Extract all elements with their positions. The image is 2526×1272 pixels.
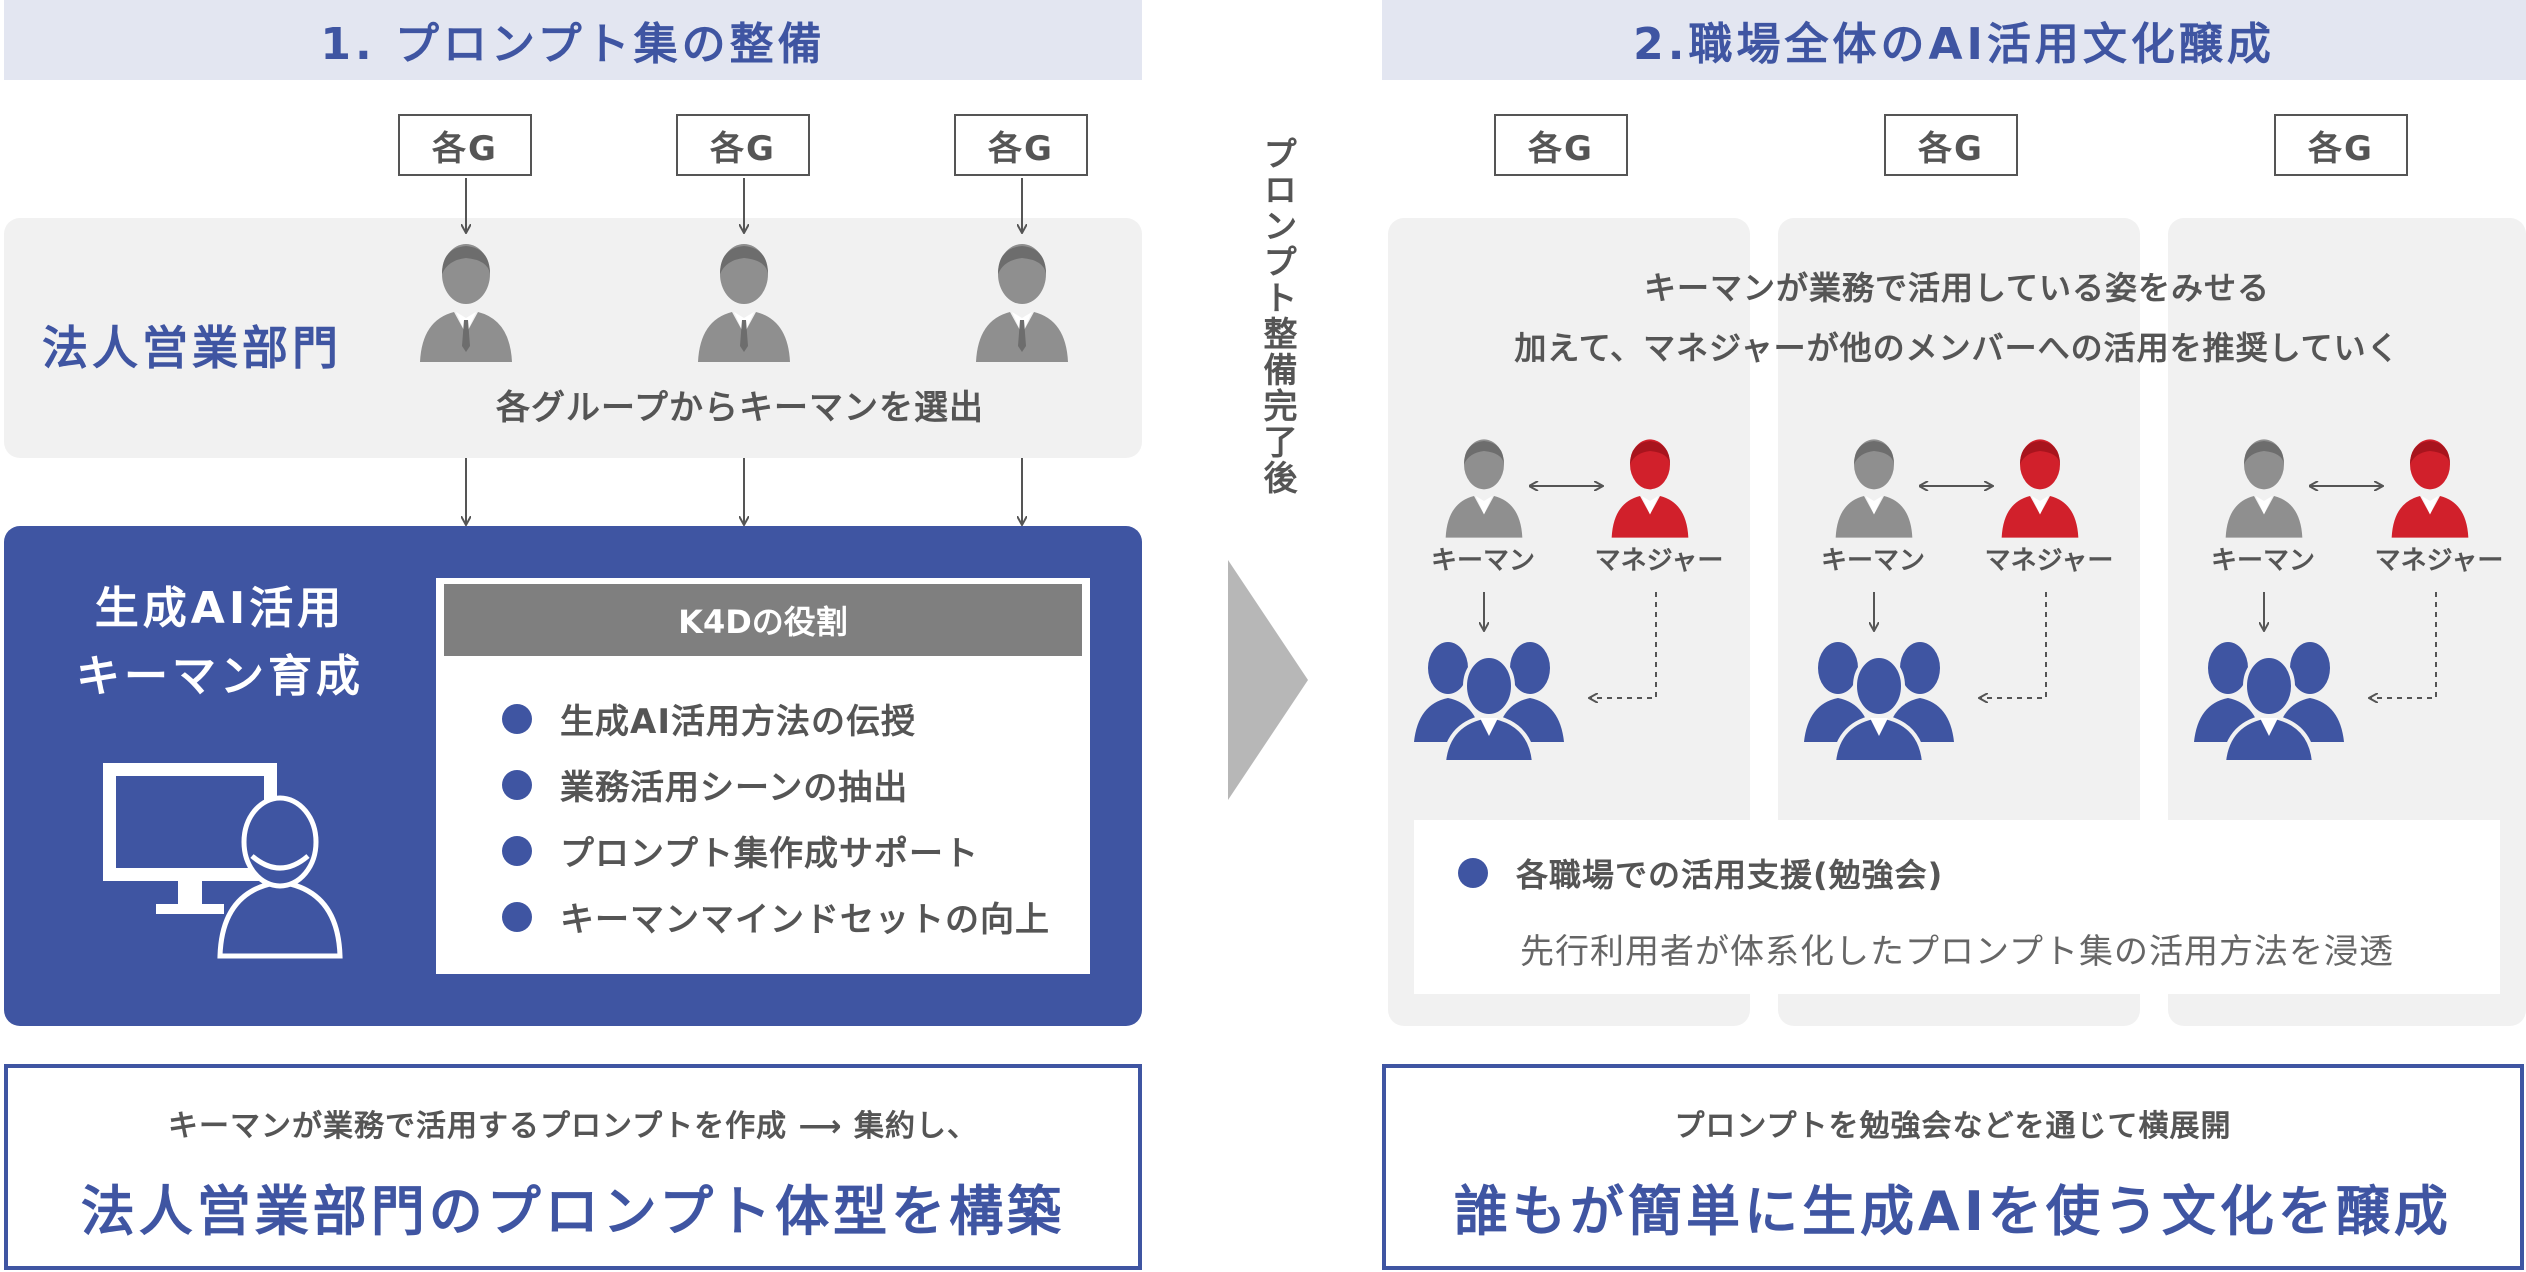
bullet-icon <box>1458 858 1488 888</box>
keyman-icon <box>2225 439 2303 538</box>
left-group-box-3: 各G <box>954 114 1088 176</box>
workplace-unit-2: キーマン マネジャー <box>1778 420 2140 780</box>
training-title-line2: キーマン育成 <box>76 651 364 702</box>
left-summary-large: 法人営業部門のプロンプト体型を構築 <box>80 1179 1066 1243</box>
bullet-icon <box>502 703 532 734</box>
group-label: 各G <box>710 128 776 169</box>
manager-label: マネジャー <box>2374 545 2504 576</box>
manager-label: マネジャー <box>1984 545 2114 576</box>
selection-text: 各グループからキーマンを選出 <box>496 387 984 428</box>
right-group-box-2: 各G <box>1884 114 2018 176</box>
role-item: 業務活用シーンの抽出 <box>502 760 908 809</box>
monitor-user-icon <box>103 763 343 959</box>
manager-icon <box>1611 439 1689 538</box>
transition-label: プロンプト整備完了後 <box>1257 136 1297 496</box>
keyman-icon <box>1835 439 1913 538</box>
role-item-label: プロンプト集作成サポート <box>560 834 979 874</box>
left-group-box-1: 各G <box>398 114 532 176</box>
support-title-label: 各職場での活用支援(勉強会) <box>1516 856 1944 894</box>
bullet-icon <box>502 901 532 932</box>
keyman-label: キーマン <box>2210 545 2315 576</box>
role-item: プロンプト集作成サポート <box>502 826 979 875</box>
relation-arrows <box>1778 420 2047 780</box>
support-box <box>1414 820 2500 994</box>
right-group-box-3: 各G <box>2274 114 2408 176</box>
role-item-label: キーマンマインドセットの向上 <box>560 900 1050 940</box>
group-label: 各G <box>988 128 1054 169</box>
manager-label: マネジャー <box>1594 545 1724 576</box>
right-summary-large: 誰もが簡単に生成AIを使う文化を醸成 <box>1454 1179 2452 1243</box>
bullet-icon <box>502 769 532 800</box>
team-members-icon <box>1414 642 1564 764</box>
keyman-label: キーマン <box>1820 545 1925 576</box>
right-description-line1: キーマンが業務で活用している姿をみせる <box>1643 269 2271 307</box>
left-summary-box <box>4 1064 1142 1270</box>
group-label: 各G <box>1918 128 1984 169</box>
right-summary-box <box>1382 1064 2524 1270</box>
group-label: 各G <box>1528 128 1594 169</box>
relation-arrows <box>2168 420 2437 780</box>
left-header-text: 1. プロンプト集の整備 <box>320 19 826 70</box>
right-summary-small: プロンプトを勉強会などを通じて横展開 <box>1674 1109 2232 1144</box>
person-icon <box>420 244 512 362</box>
role-item: 生成AI活用方法の伝授 <box>502 694 916 743</box>
person-icon <box>976 244 1068 362</box>
support-text: 先行利用者が体系化したプロンプト集の活用方法を浸透 <box>1520 931 2394 972</box>
right-section-header: 2.職場全体のAI活用文化醸成 <box>1382 0 2526 80</box>
left-group-box-2: 各G <box>676 114 810 176</box>
keyman-label: キーマン <box>1430 545 1535 576</box>
group-label: 各G <box>432 128 498 169</box>
group-label: 各G <box>2308 128 2374 169</box>
support-title: 各職場での活用支援(勉強会) <box>1458 850 1943 896</box>
right-header-text: 2.職場全体のAI活用文化醸成 <box>1633 19 2275 70</box>
left-summary-small: キーマンが業務で活用するプロンプトを作成 ⟶ 集約し、 <box>168 1109 978 1144</box>
keyman-icon <box>1445 439 1523 538</box>
dept-label: 法人営業部門 <box>42 321 342 375</box>
role-item-label: 生成AI活用方法の伝授 <box>560 702 916 742</box>
team-members-icon <box>2194 642 2344 764</box>
role-item: キーマンマインドセットの向上 <box>502 892 1050 941</box>
role-box-title: K4Dの役割 <box>444 584 1082 656</box>
manager-icon <box>2391 439 2469 538</box>
relation-arrows <box>1388 420 1657 780</box>
right-group-box-1: 各G <box>1494 114 1628 176</box>
role-item-label: 業務活用シーンの抽出 <box>560 768 909 808</box>
manager-icon <box>2001 439 2079 538</box>
bullet-icon <box>502 835 532 866</box>
right-description-line2: 加えて、マネジャーが他のメンバーへの活用を推奨していく <box>1514 329 2400 367</box>
workplace-unit-1: キーマン マネジャー <box>1388 420 1750 780</box>
team-members-icon <box>1804 642 1954 764</box>
workplace-unit-3: キーマン マネジャー <box>2168 420 2526 780</box>
person-icon <box>698 244 790 362</box>
training-title-line1: 生成AI活用 <box>94 583 346 634</box>
sales-dept-panel <box>4 218 1142 458</box>
left-section-header: 1. プロンプト集の整備 <box>4 0 1142 80</box>
transition-arrow-icon <box>1228 560 1308 800</box>
